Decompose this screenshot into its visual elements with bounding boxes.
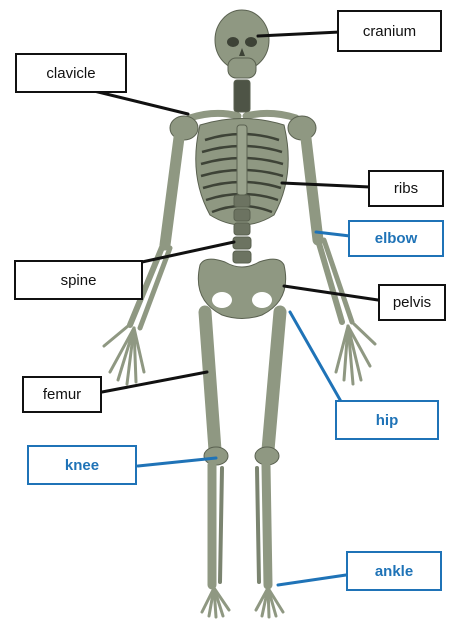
cranium-leader (258, 32, 340, 36)
label-knee: knee (27, 445, 137, 485)
label-cranium: cranium (337, 10, 442, 52)
ribs-leader (282, 183, 370, 187)
left-hand (104, 326, 144, 384)
left-foot (202, 588, 229, 617)
hip-leader (290, 312, 343, 405)
left-femur (205, 312, 215, 450)
pelvis-bone (198, 259, 285, 318)
left-humerus (165, 130, 180, 245)
right-foot (256, 588, 283, 617)
label-pelvis: pelvis (378, 284, 446, 321)
label-clavicle: clavicle (15, 53, 127, 93)
spine-leader (142, 242, 234, 262)
right-hand (336, 324, 375, 384)
label-femur: femur (22, 376, 102, 413)
knee-leader (138, 458, 216, 466)
label-ribs: ribs (368, 170, 444, 207)
jaw (228, 58, 256, 78)
spine-vertebrae (233, 195, 251, 263)
ankle-leader (278, 575, 346, 585)
femur-leader (102, 372, 207, 392)
label-hip: hip (335, 400, 439, 440)
neck-vertebrae (234, 80, 250, 112)
clavicle-bone (190, 113, 238, 118)
right-femur (268, 312, 280, 450)
label-ankle: ankle (346, 551, 442, 591)
label-spine: spine (14, 260, 143, 300)
clavicle-leader (90, 90, 188, 114)
label-elbow: elbow (348, 220, 444, 257)
